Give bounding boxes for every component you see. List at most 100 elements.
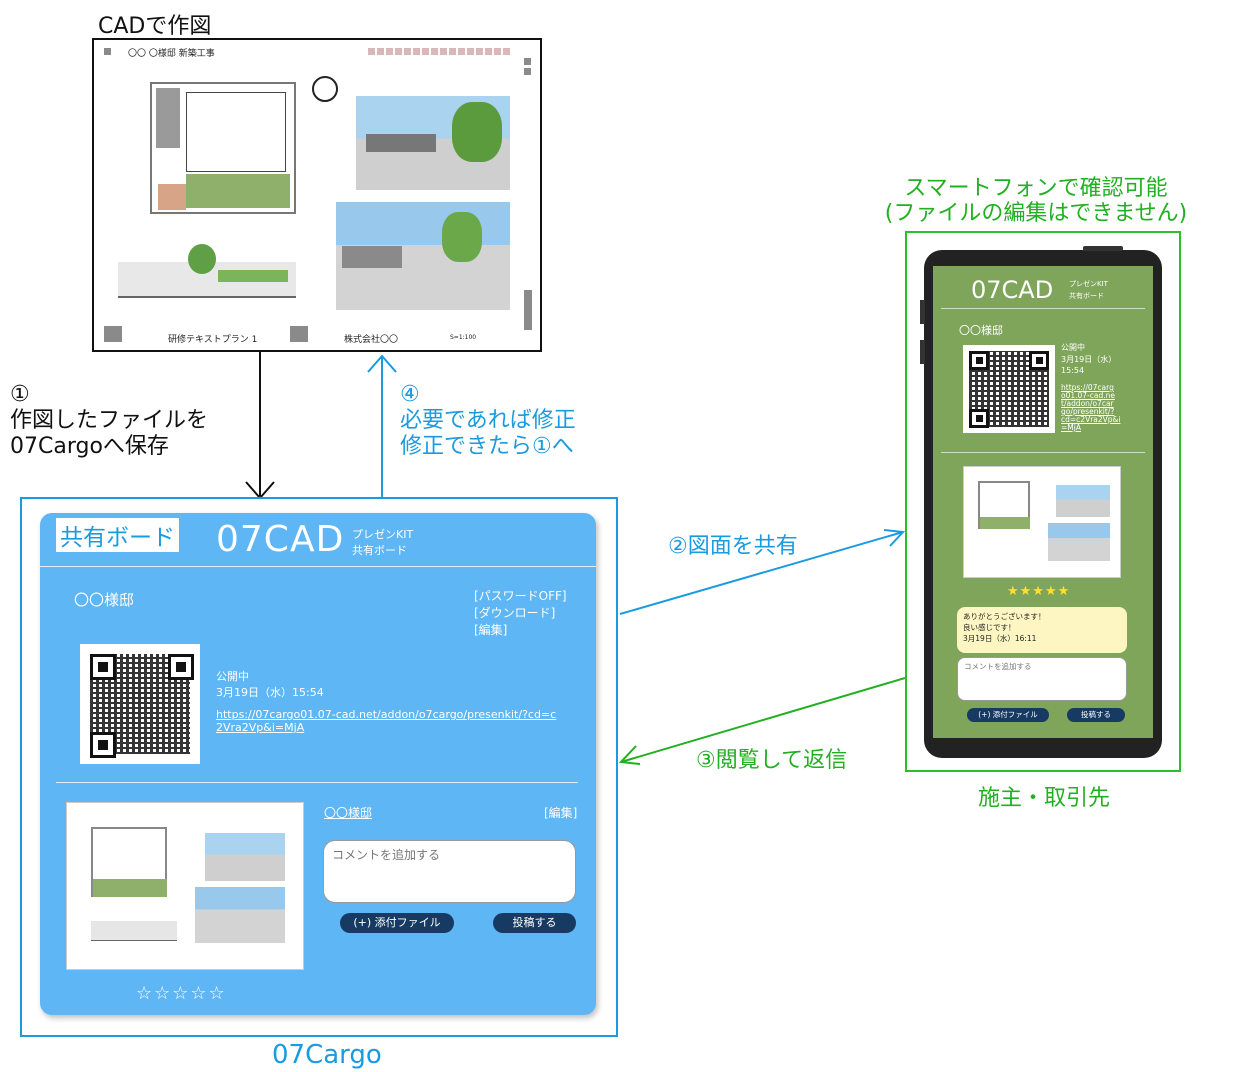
- edge-mark: [524, 58, 531, 65]
- file-title[interactable]: 〇〇様邸: [324, 806, 373, 820]
- thumb-elevation: [91, 921, 177, 941]
- phone-url-line: https://07carg: [1061, 383, 1114, 392]
- path-area: [158, 184, 186, 210]
- house-outline: [186, 92, 286, 172]
- corner-mark: [104, 326, 122, 342]
- phone-caption-line1: スマートフォンで確認可能: [904, 176, 1168, 201]
- thumb-garden: [980, 517, 1030, 529]
- comment-input[interactable]: コメントを追加する: [323, 840, 576, 903]
- reply-line1: ありがとうございます！: [963, 612, 1046, 621]
- step4-label: ④ 必要であれば修正 修正できたら①へ: [400, 382, 576, 460]
- phone-project: 〇〇様邸: [959, 324, 1003, 337]
- phone-attach-button[interactable]: (+) 添付ファイル: [967, 708, 1049, 722]
- edge-mark: [524, 290, 532, 330]
- phone-kit-line2: 共有ボード: [1069, 292, 1104, 300]
- shared-board: 共有ボード 07CAD プレゼンKIT 共有ボード 〇〇様邸 [パスワードOFF…: [40, 513, 596, 1015]
- carport-roof: [342, 246, 402, 268]
- cad-drawing-sheet: 〇〇 〇様邸 新築工事 研修テキストプラン 1 株式会社〇〇 S=1:100: [92, 38, 542, 352]
- phone-time: 15:54: [1061, 366, 1085, 375]
- publish-date: 3月19日（水）15:54: [216, 686, 324, 699]
- phone-caption-line2: (ファイルの編集はできません): [884, 201, 1188, 226]
- phone-url-line: =MjA: [1061, 423, 1081, 432]
- owner-caption: 施主・取引先: [978, 786, 1111, 811]
- garage-area: [156, 88, 180, 148]
- phone-drawing-thumbnail[interactable]: [963, 466, 1121, 578]
- share-url[interactable]: https://07cargo01.07-cad.net/addon/o7car…: [216, 708, 556, 734]
- thumb-garden: [93, 879, 167, 897]
- phone-url-line: o01.07-cad.ne: [1061, 391, 1115, 400]
- step4-number: ④: [400, 382, 420, 407]
- phone-button: [920, 340, 925, 364]
- arrow-step2-head: [883, 529, 906, 547]
- step3-label: ③閲覧して返信: [696, 748, 848, 773]
- download-link[interactable]: [ダウンロード]: [474, 606, 556, 620]
- rating-stars[interactable]: ☆☆☆☆☆: [136, 983, 227, 1004]
- step2-label: ②図面を共有: [668, 534, 798, 559]
- cargo-caption: 07Cargo: [272, 1040, 382, 1070]
- thumb-plan: [978, 481, 1030, 529]
- attach-file-button[interactable]: (+) 添付ファイル: [340, 913, 454, 933]
- render-image-1: [356, 96, 510, 190]
- board-kit-line1: プレゼンKIT: [352, 528, 414, 541]
- edit-link[interactable]: [編集]: [474, 623, 508, 637]
- share-url-line2: 2Vra2Vp&i=MjA: [216, 721, 305, 734]
- arrow-step3-head: [618, 745, 641, 765]
- sheet-header: 〇〇 〇様邸 新築工事: [128, 49, 215, 59]
- phone-date: 3月19日（水）: [1061, 355, 1117, 364]
- phone-comment-input[interactable]: コメントを追加する: [957, 657, 1127, 701]
- reply-date: 3月19日（水）16:11: [963, 634, 1037, 643]
- phone-url-line: go/presenkit/?: [1061, 407, 1115, 416]
- carport-roof: [366, 134, 436, 152]
- drawing-thumbnail[interactable]: [66, 802, 304, 970]
- phone-frame: [905, 231, 1181, 772]
- phone-url-line: t/addon/o7car: [1061, 399, 1114, 408]
- qr-code: [80, 644, 200, 764]
- file-edit-link[interactable]: [編集]: [544, 806, 578, 820]
- password-link[interactable]: [パスワードOFF]: [474, 589, 567, 603]
- divider: [56, 782, 578, 783]
- hedge: [218, 270, 288, 282]
- step1-label: ① 作図したファイルを 07Cargoへ保存: [10, 382, 208, 460]
- step1-line2: 07Cargoへ保存: [10, 434, 169, 459]
- arrow-step3: [620, 677, 906, 763]
- step1-number: ①: [10, 382, 30, 407]
- thumb-render-2: [195, 887, 285, 943]
- divider: [40, 566, 596, 567]
- divider: [941, 452, 1145, 453]
- status-label: 公開中: [216, 670, 249, 683]
- arrow-step4-head: [367, 354, 397, 373]
- elevation-drawing: [118, 244, 296, 298]
- phone-share-url[interactable]: https://07carg o01.07-cad.ne t/addon/o7c…: [1061, 384, 1120, 432]
- tree-icon: [188, 244, 216, 274]
- board-kit-line2: 共有ボード: [352, 544, 407, 557]
- step1-line1: 作図したファイルを: [10, 408, 209, 433]
- phone-screen: 07CAD プレゼンKIT 共有ボード 〇〇様邸 公開中 3月19日（水） 15…: [933, 266, 1153, 738]
- phone-kit-line1: プレゼンKIT: [1069, 280, 1108, 288]
- divider: [941, 308, 1145, 309]
- phone-button: [920, 300, 925, 324]
- step4-line1: 必要であれば修正: [400, 408, 576, 433]
- thumb-render-1: [1056, 485, 1110, 517]
- cargo-frame: [20, 497, 618, 1037]
- phone-url-line: cd=c2Vra2Vp&i: [1061, 415, 1121, 424]
- phone-status: 公開中: [1061, 343, 1085, 352]
- footer-mark: [290, 326, 308, 342]
- phone-qr-code: [963, 345, 1055, 433]
- garden-area: [186, 174, 290, 208]
- reply-bubble: ありがとうございます！ 良い感じです！ 3月19日（水）16:11: [957, 607, 1127, 653]
- project-name: 〇〇様邸: [74, 591, 135, 609]
- post-button[interactable]: 投稿する: [493, 913, 576, 933]
- site-plan: [150, 82, 296, 214]
- render-image-2: [336, 202, 510, 310]
- thumb-render-1: [205, 833, 285, 881]
- phone-rating-stars[interactable]: ★★★★★: [1007, 584, 1071, 599]
- thumb-plan: [91, 827, 167, 897]
- corner-mark: [104, 48, 111, 55]
- sheet-footer-scale: S=1:100: [450, 334, 477, 341]
- step4-line2: 修正できたら①へ: [400, 434, 574, 459]
- phone-caption: スマートフォンで確認可能 (ファイルの編集はできません): [846, 176, 1226, 226]
- phone-post-button[interactable]: 投稿する: [1067, 708, 1125, 722]
- cad-title: CADで作図: [98, 14, 212, 39]
- color-legend: [368, 48, 510, 55]
